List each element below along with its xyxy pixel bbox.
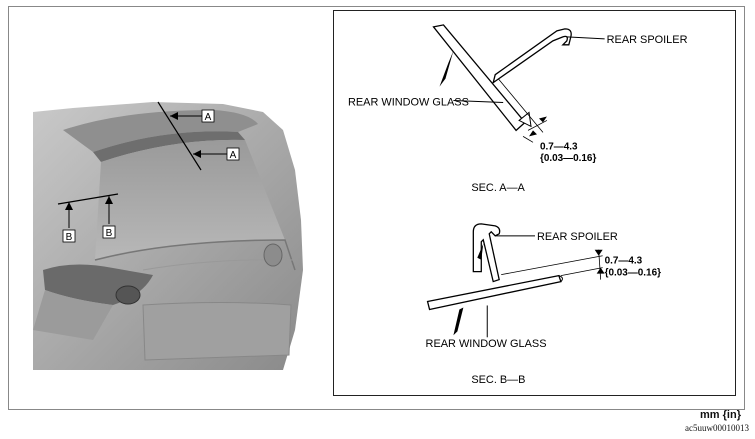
figure-code: ac5uuw00010013 bbox=[685, 423, 749, 433]
section-line-b bbox=[57, 193, 119, 205]
figure-frame bbox=[8, 6, 745, 410]
section-b-glass bbox=[426, 274, 562, 311]
section-b-title: SEC. B—B bbox=[471, 374, 525, 386]
label-a-bottom: A bbox=[230, 150, 237, 161]
section-b-spoiler bbox=[472, 223, 501, 283]
section-b-gap-in: {0.03—0.16} bbox=[605, 268, 661, 279]
label-b-left: B bbox=[66, 232, 73, 243]
rear-window-glass-shape bbox=[95, 139, 285, 260]
section-a-gap-in: {0.03—0.16} bbox=[540, 153, 596, 164]
section-a-title: SEC. A—A bbox=[471, 182, 525, 194]
label-b-right: B bbox=[106, 228, 113, 239]
section-b-rear-spoiler-label: REAR SPOILER bbox=[537, 231, 618, 243]
section-a-glass bbox=[432, 24, 526, 132]
section-a-drawing bbox=[432, 24, 605, 143]
emblem bbox=[263, 243, 283, 267]
section-line-a bbox=[157, 101, 202, 171]
section-a-gap-mm: 0.7—4.3 bbox=[540, 141, 578, 152]
vehicle-rear-illustration: A A B B bbox=[33, 101, 303, 370]
section-a-spoiler bbox=[492, 28, 572, 85]
section-b-rear-window-glass-label: REAR WINDOW GLASS bbox=[426, 338, 547, 350]
section-a-rear-spoiler-label: REAR SPOILER bbox=[607, 34, 688, 46]
unit-label: mm {in} bbox=[700, 409, 741, 421]
section-b-gap-mm: 0.7—4.3 bbox=[605, 256, 643, 267]
label-a-top: A bbox=[205, 112, 212, 123]
section-b-drawing bbox=[426, 223, 605, 338]
section-a-rear-window-glass-label: REAR WINDOW GLASS bbox=[348, 97, 469, 109]
section-detail-panel: REAR SPOILER REAR WINDOW GLASS 0.7—4.3 {… bbox=[333, 10, 736, 396]
